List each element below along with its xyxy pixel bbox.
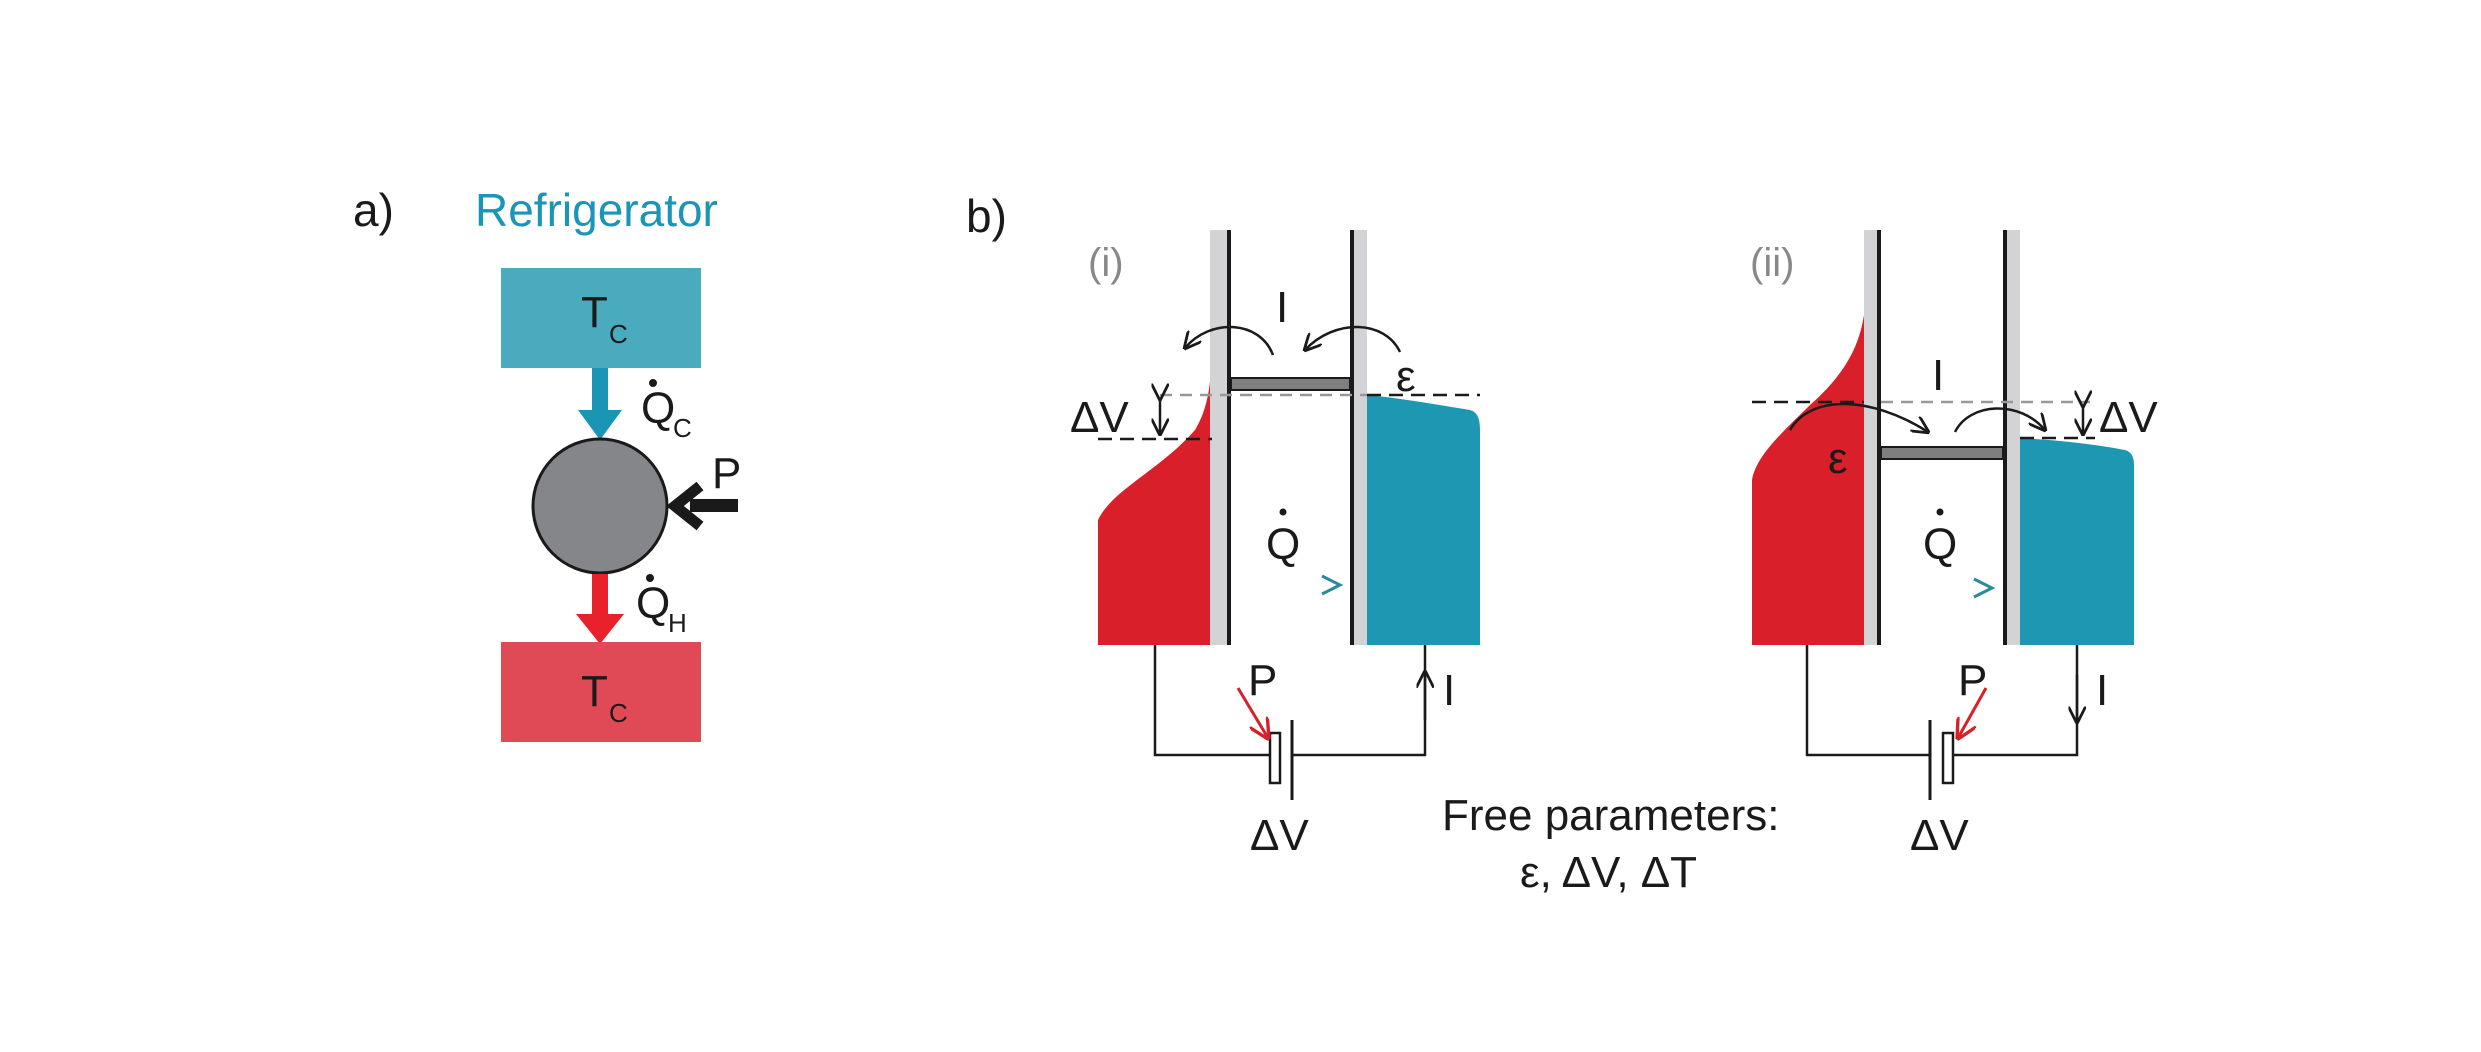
heat-out-label: Q: [636, 579, 670, 628]
case-ii-left-barrier-edge: [1877, 230, 1881, 645]
heat-out-dot: [646, 574, 654, 582]
bottom-reservoir-sub: C: [609, 698, 628, 728]
case-i-power-label: P: [1248, 656, 1277, 705]
heat-out-arrow-shaft: [592, 574, 608, 622]
panel-b-label: b): [966, 190, 1007, 242]
case-i-bias-label: ΔV: [1070, 393, 1129, 442]
heat-in-arrow-head: [578, 410, 622, 440]
case-i-current-arrow-left: [1185, 325, 1275, 356]
case-i-circuit-current-label: I: [1443, 666, 1455, 715]
case-i-hot-reservoir: [1098, 358, 1212, 645]
case-ii: (ii) ε ΔV I Q ΔV P: [1750, 230, 2158, 860]
case-i-power-arrow: [1236, 687, 1268, 738]
power-arrow-head: [666, 481, 704, 531]
case-i-heat-label: Q: [1266, 520, 1300, 569]
case-ii-current-arrow-right: [1953, 407, 2045, 432]
case-ii-left-barrier: [1864, 230, 1877, 645]
refrigerator-title: Refrigerator: [475, 184, 718, 236]
case-i-left-barrier: [1210, 230, 1227, 645]
heat-out-arrow-head: [576, 614, 624, 644]
heat-in-sub: C: [673, 413, 692, 443]
case-i-battery-label: ΔV: [1250, 811, 1309, 860]
engine-circle: [531, 437, 669, 575]
power-label: P: [712, 449, 741, 498]
cold-reservoir-top-label: T: [581, 288, 608, 337]
case-ii-current-label: I: [1932, 351, 1944, 400]
case-i-level-label: ε: [1396, 352, 1416, 401]
cold-reservoir-top-sub: C: [609, 319, 628, 349]
case-ii-dot-level: [1880, 446, 2004, 460]
case-ii-circuit-left: [1805, 645, 1930, 757]
panel-a: a) Refrigerator T C Q C P Q H T C: [353, 184, 741, 742]
case-i-dot-level: [1230, 377, 1351, 391]
case-ii-right-barrier: [2007, 230, 2020, 645]
case-ii-battery-short-plate: [1941, 731, 1955, 785]
bottom-reservoir-label: T: [581, 667, 608, 716]
heat-in-label: Q: [641, 384, 675, 433]
case-i-cold-reservoir: [1367, 395, 1480, 645]
heat-in-dot: [649, 379, 657, 387]
case-ii-power-arrow: [1958, 687, 1988, 738]
case-i-heat-arrowhead: [1321, 574, 1344, 596]
case-ii-level-label: ε: [1828, 434, 1848, 483]
case-ii-bias-label: ΔV: [2099, 393, 2158, 442]
case-i-battery-short-plate: [1268, 731, 1282, 785]
case-ii-battery-label: ΔV: [1910, 811, 1969, 860]
power-arrow-shaft: [690, 499, 738, 512]
case-i: (i) ε ΔV I Q ΔV P: [1070, 230, 1480, 860]
case-ii-hot-reservoir: [1752, 315, 1864, 645]
case-ii-roman: (ii): [1750, 241, 1794, 285]
bottom-reservoir: [501, 642, 701, 742]
case-ii-heat-dot: [1936, 508, 1944, 516]
case-ii-heat-arrowhead: [1973, 577, 1996, 599]
case-ii-circuit-current-label: I: [2096, 666, 2108, 715]
case-ii-right-barrier-edge: [2003, 230, 2007, 645]
case-i-current-arrow-right: [1305, 325, 1402, 352]
heat-out-sub: H: [668, 608, 687, 638]
case-i-roman: (i): [1088, 241, 1124, 285]
case-i-circuit-left: [1153, 645, 1270, 757]
case-ii-power-label: P: [1958, 656, 1987, 705]
cold-reservoir-top: [501, 268, 701, 368]
case-i-right-barrier: [1354, 230, 1367, 645]
case-ii-heat-label: Q: [1923, 520, 1957, 569]
case-i-heat-dot: [1279, 508, 1287, 516]
case-i-circuit-right: [1292, 645, 1427, 757]
panel-a-label: a): [353, 184, 394, 236]
case-i-right-barrier-edge: [1350, 230, 1354, 645]
case-ii-cold-reservoir: [2020, 438, 2134, 645]
case-ii-current-arrow-left: [1788, 402, 1928, 432]
case-i-current-label: I: [1276, 283, 1288, 332]
case-i-left-barrier-edge: [1227, 230, 1231, 645]
heat-in-arrow-shaft: [592, 368, 608, 418]
free-parameters-title: Free parameters:: [1442, 791, 1779, 840]
free-parameters-list: ε, ΔV, ΔT: [1520, 848, 1697, 897]
